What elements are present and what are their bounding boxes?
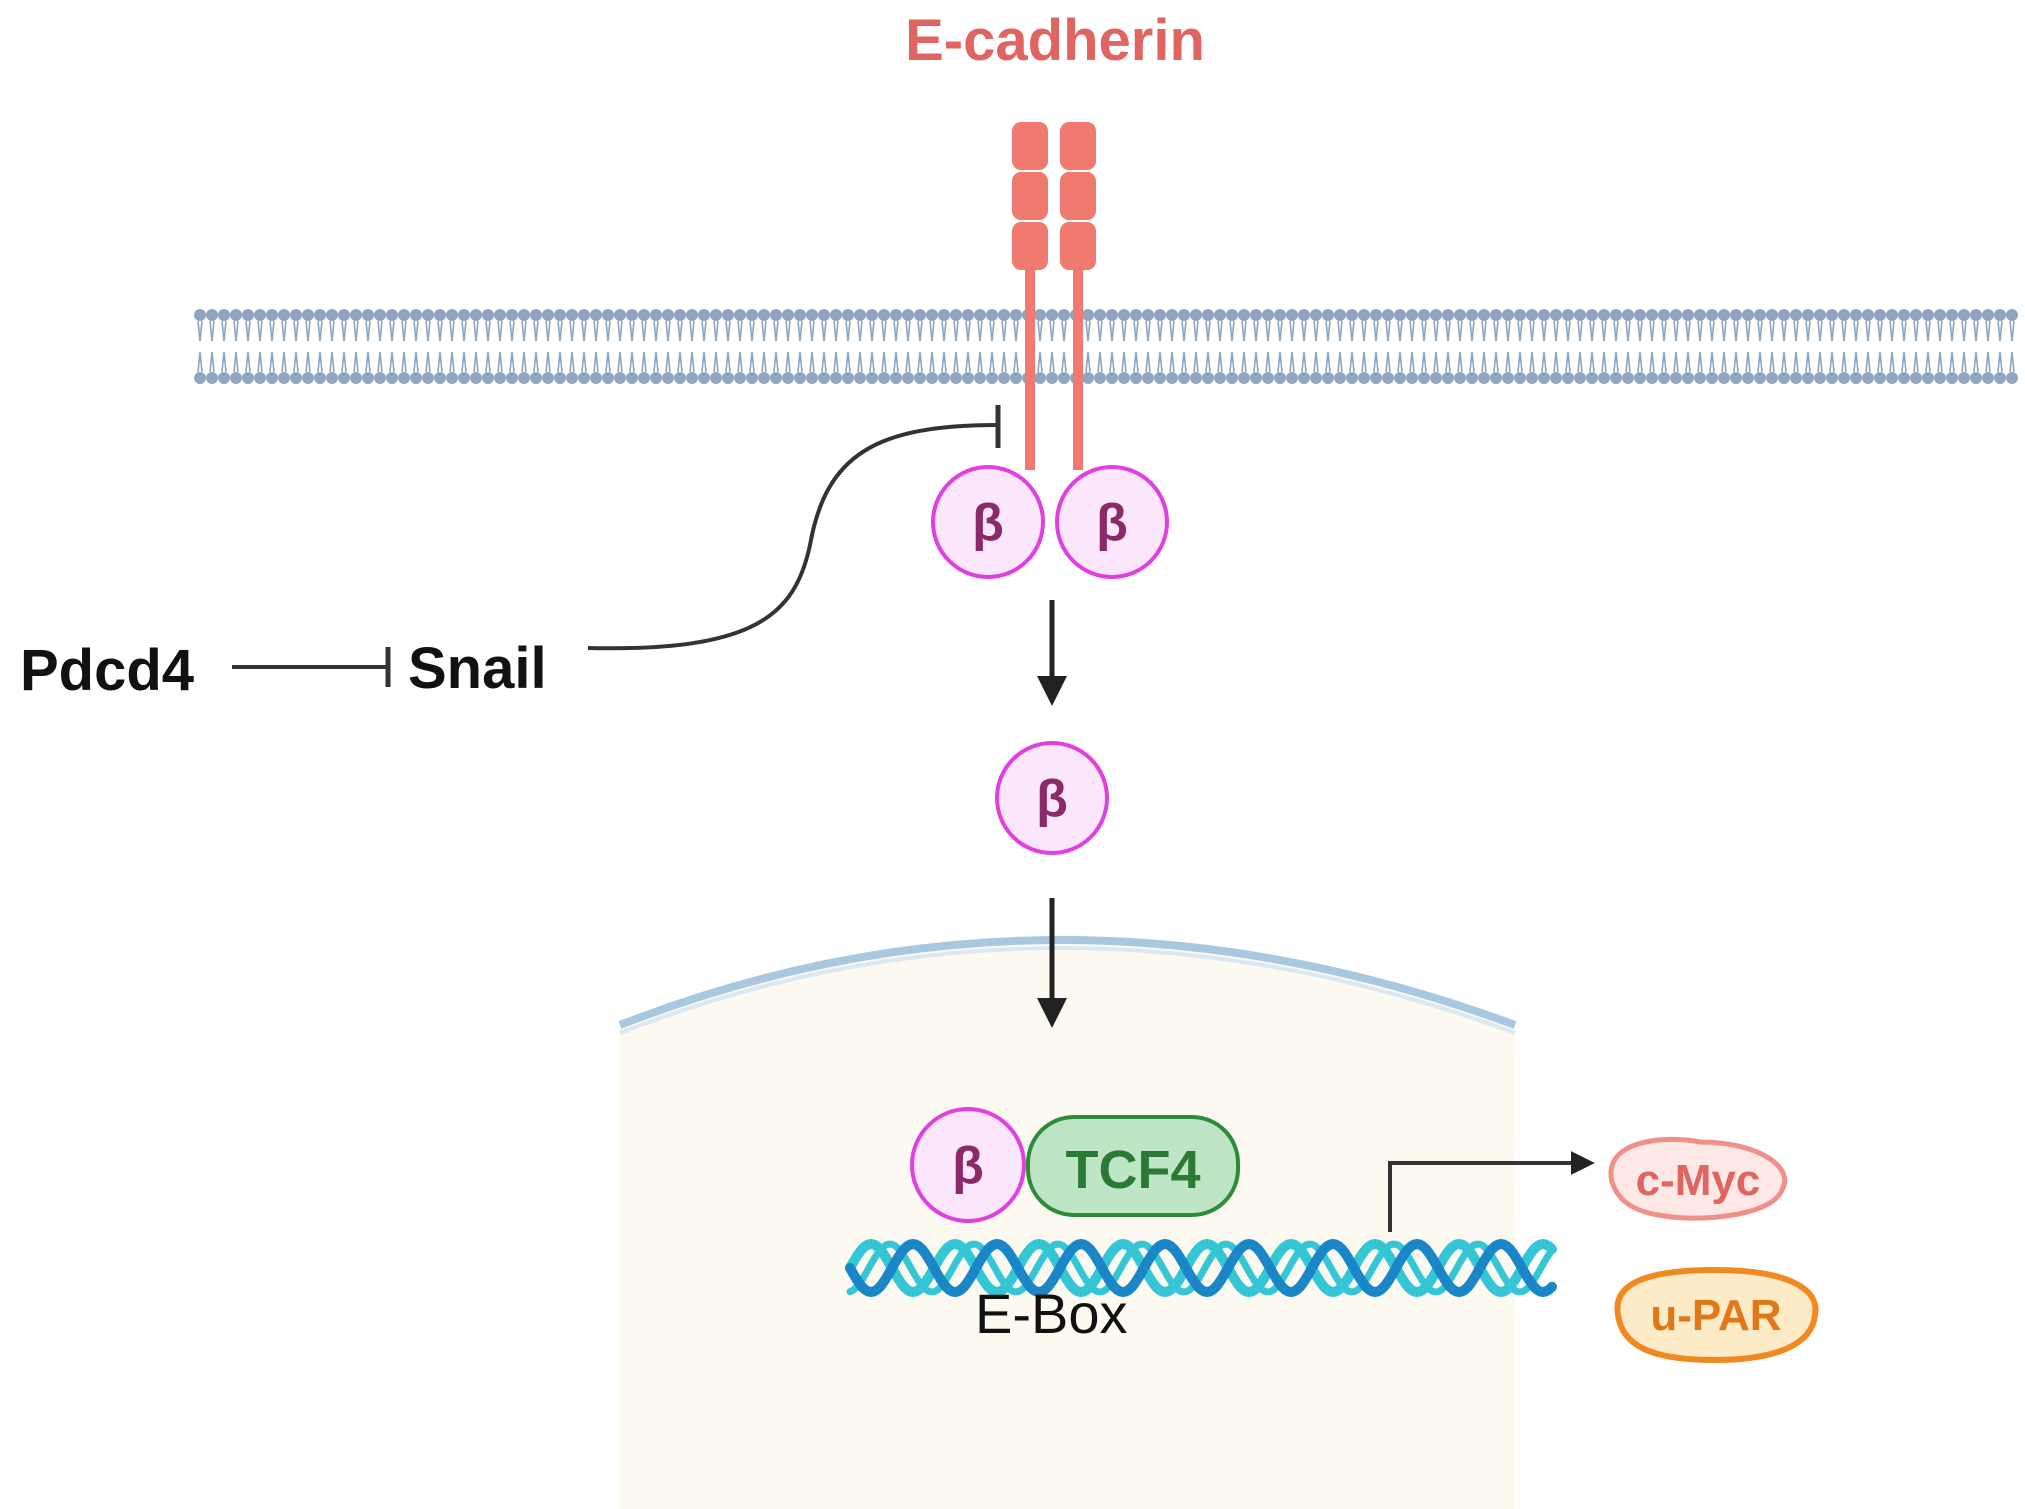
lipid-bilayer-icon <box>194 309 2018 384</box>
pdcd4-label: Pdcd4 <box>20 638 194 703</box>
beta-label: β <box>972 494 1004 552</box>
beta-label: β <box>1096 494 1128 552</box>
e-cadherin-receptor-icon <box>1012 122 1096 470</box>
snail-label: Snail <box>408 636 547 701</box>
beta-label: β <box>952 1137 984 1195</box>
nucleus <box>618 936 1517 1509</box>
beta-catenin-membrane-right: β <box>1055 465 1169 579</box>
nuclear-envelope-icon <box>618 936 1517 1029</box>
tcf4-label: TCF4 <box>1066 1140 1201 1200</box>
nucleus-body <box>620 940 1515 1509</box>
beta-catenin-membrane-left: β <box>931 465 1045 579</box>
u-par-label: u-PAR <box>1650 1291 1781 1340</box>
beta-label: β <box>1036 770 1068 828</box>
u-par-product: u-PAR <box>1614 1266 1819 1364</box>
c-myc-product: c-Myc <box>1608 1136 1788 1221</box>
c-myc-label: c-Myc <box>1636 1156 1761 1205</box>
nuclear-envelope-inner <box>619 946 1516 1035</box>
e-cadherin-label: E-cadherin <box>905 8 1205 73</box>
dna-helix-icon <box>845 1238 1557 1298</box>
transcription-arrow <box>1388 1151 1595 1232</box>
tcf4-protein: TCF4 <box>1026 1115 1240 1217</box>
e-box-label: E-Box <box>975 1282 1128 1345</box>
snail-inhibits-beta-catenin-line <box>587 423 999 651</box>
beta-catenin-nuclear: β <box>910 1107 1026 1223</box>
beta-catenin-cytoplasm: β <box>995 741 1109 855</box>
